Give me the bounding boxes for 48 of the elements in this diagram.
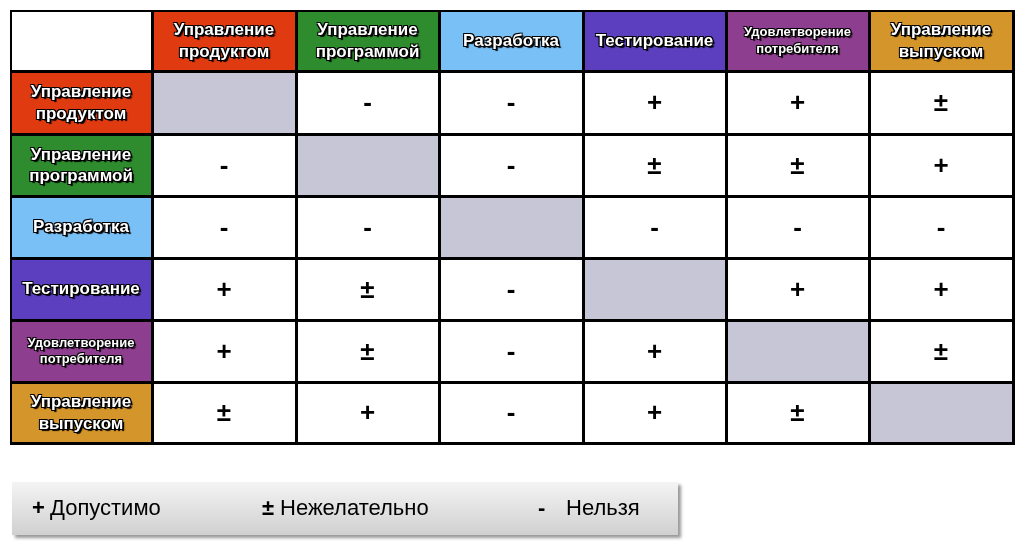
rating-cell: ± bbox=[297, 259, 438, 319]
legend-text: Нежелательно bbox=[280, 495, 429, 521]
row-header: Разработка bbox=[11, 197, 151, 257]
column-header: Управление программой bbox=[297, 11, 438, 70]
rating-cell: - bbox=[727, 197, 868, 257]
rating-cell: + bbox=[584, 383, 725, 442]
rating-cell: + bbox=[584, 321, 725, 381]
legend-symbol: ± bbox=[262, 495, 275, 521]
legend-text: Допустимо bbox=[50, 495, 161, 521]
legend-symbol: - bbox=[538, 495, 546, 521]
rating-cell: ± bbox=[584, 135, 725, 195]
rating-cell: ± bbox=[870, 72, 1012, 133]
rating-cell: - bbox=[584, 197, 725, 257]
rating-cell: + bbox=[727, 72, 868, 133]
rating-cell: + bbox=[870, 259, 1012, 319]
rating-cell: ± bbox=[870, 321, 1012, 381]
rating-cell: - bbox=[153, 197, 295, 257]
row-header: Удовлетворение потребителя bbox=[11, 321, 151, 381]
rating-cell: - bbox=[297, 197, 438, 257]
rating-cell: - bbox=[440, 259, 582, 319]
row-header: Управление программой bbox=[11, 135, 151, 195]
rating-cell: ± bbox=[727, 135, 868, 195]
column-header: Разработка bbox=[440, 11, 582, 70]
rating-cell: + bbox=[153, 259, 295, 319]
legend-text: Нельзя bbox=[566, 495, 640, 521]
rating-cell: + bbox=[153, 321, 295, 381]
rating-cell: + bbox=[297, 383, 438, 442]
rating-cell: + bbox=[870, 135, 1012, 195]
rating-cell: + bbox=[727, 259, 868, 319]
rating-cell: ± bbox=[727, 383, 868, 442]
column-header: Удовлетворение потребителя bbox=[727, 11, 868, 70]
rating-cell: - bbox=[440, 321, 582, 381]
row-header: Управление выпуском bbox=[11, 383, 151, 442]
rating-cell: - bbox=[440, 135, 582, 195]
rating-cell: ± bbox=[153, 383, 295, 442]
column-header: Тестирование bbox=[584, 11, 725, 70]
column-header: Управление выпуском bbox=[870, 11, 1012, 70]
row-header: Тестирование bbox=[11, 259, 151, 319]
row-header: Управление продуктом bbox=[11, 72, 151, 133]
rating-cell: - bbox=[297, 72, 438, 133]
rating-cell: - bbox=[153, 135, 295, 195]
rating-cell: - bbox=[440, 383, 582, 442]
rating-cell: - bbox=[440, 72, 582, 133]
rating-cell: ± bbox=[297, 321, 438, 381]
legend-symbol: + bbox=[32, 495, 45, 521]
column-header: Управление продуктом bbox=[153, 11, 295, 70]
rating-cell: + bbox=[584, 72, 725, 133]
rating-cell: - bbox=[870, 197, 1012, 257]
